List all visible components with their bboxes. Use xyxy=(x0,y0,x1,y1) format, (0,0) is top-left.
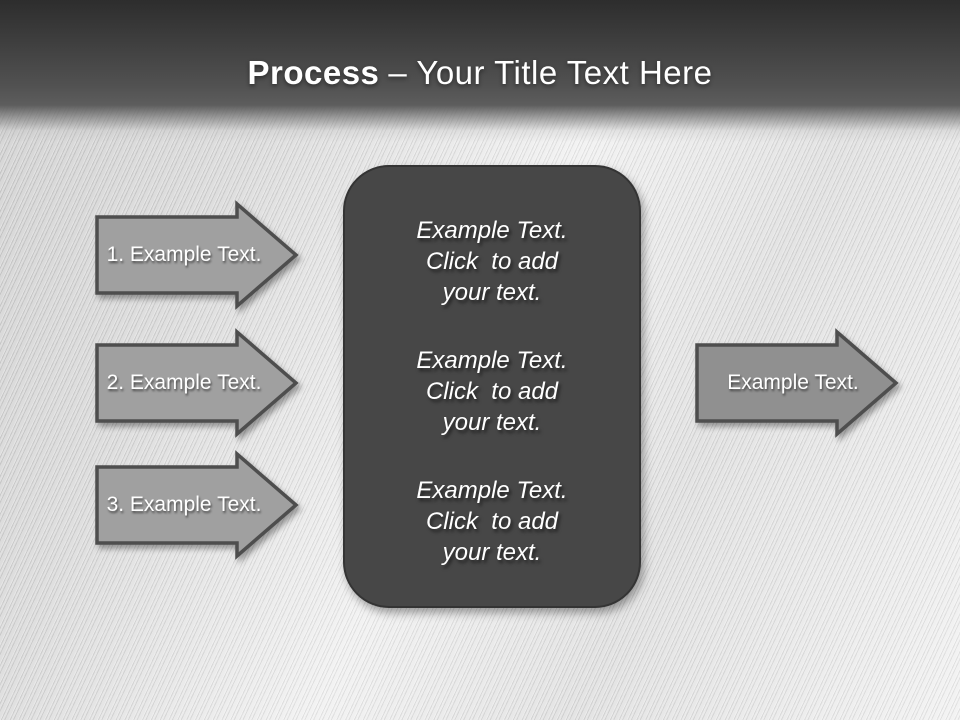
right-arrow-shape-icon xyxy=(95,200,299,310)
detail-paragraph-1: Example Text. Click to add your text. xyxy=(345,215,639,308)
detail-paragraph-2: Example Text. Click to add your text. xyxy=(345,345,639,438)
detail-paragraph-2-line-1: Example Text. xyxy=(416,347,568,374)
title-bar: Process – Your Title Text Here xyxy=(0,0,960,142)
title-rest: – Your Title Text Here xyxy=(388,54,713,91)
right-arrow-shape-icon xyxy=(95,328,299,438)
detail-paragraph-3: Example Text. Click to add your text. xyxy=(345,475,639,568)
detail-paragraph-1-line-3: your text. xyxy=(442,279,542,306)
detail-paragraph-3-line-2: Click to add xyxy=(425,508,559,535)
output-arrow-label: Example Text. xyxy=(727,371,859,394)
title-emphasis: Process xyxy=(247,54,380,91)
right-arrow-shape-icon xyxy=(695,328,899,438)
process-detail-text: Example Text. Click to add your text. Ex… xyxy=(345,167,639,568)
detail-paragraph-3-line-1: Example Text. xyxy=(416,477,568,504)
process-arrow-3: 3. Example Text. xyxy=(95,450,299,560)
process-arrow-1: 1. Example Text. xyxy=(95,200,299,310)
detail-paragraph-1-line-1: Example Text. xyxy=(416,217,568,244)
detail-paragraph-1-line-2: Click to add xyxy=(425,248,559,275)
right-arrow-shape-icon xyxy=(95,450,299,560)
process-arrow-2-label: 2. Example Text. xyxy=(106,371,262,394)
output-arrow: Example Text. xyxy=(695,328,899,438)
slide-title: Process – Your Title Text Here xyxy=(0,54,960,92)
process-arrow-1-label: 1. Example Text. xyxy=(106,243,262,266)
process-arrow-2: 2. Example Text. xyxy=(95,328,299,438)
process-detail-box: Example Text. Click to add your text. Ex… xyxy=(343,165,641,608)
detail-paragraph-2-line-2: Click to add xyxy=(425,378,559,405)
process-arrow-3-label: 3. Example Text. xyxy=(106,493,262,516)
detail-paragraph-2-line-3: your text. xyxy=(442,409,542,436)
detail-paragraph-3-line-3: your text. xyxy=(442,539,542,566)
